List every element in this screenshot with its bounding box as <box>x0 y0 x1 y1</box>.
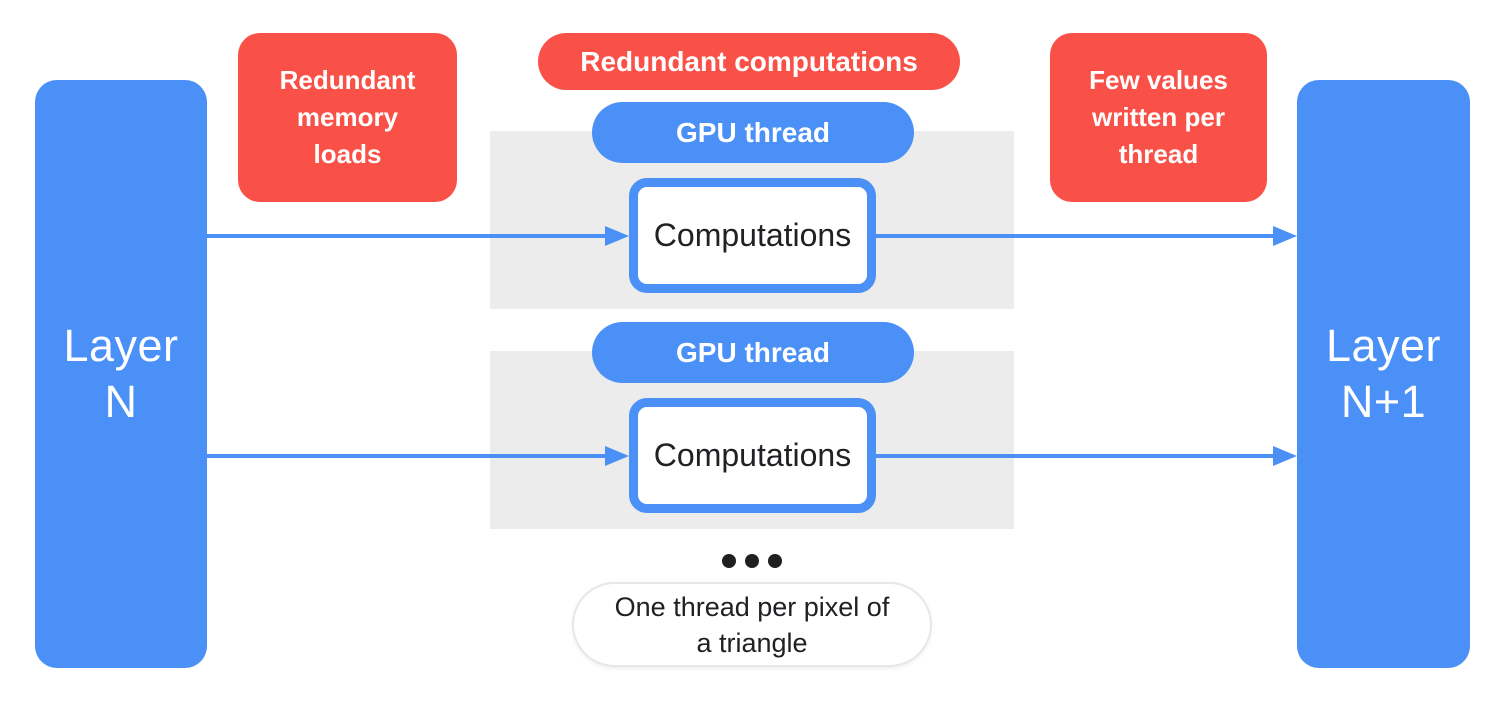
caption-one-thread-per-pixel: One thread per pixel of a triangle <box>572 582 932 667</box>
arrow-line-row2-left <box>205 454 609 458</box>
layer-n-plus-1-label: Layer N+1 <box>1325 320 1442 427</box>
layer-n-box: Layer N <box>35 80 207 668</box>
annotation-computations-label: Redundant computations <box>580 45 918 77</box>
arrowhead-icon <box>1273 446 1297 466</box>
arrowhead-icon <box>605 226 629 246</box>
arrow-line-row1-right <box>876 234 1275 238</box>
gpu-thread-label: GPU thread <box>675 116 831 148</box>
computations-box-1: Computations <box>629 178 876 293</box>
caption-label: One thread per pixel of a triangle <box>614 591 890 658</box>
arrowhead-icon <box>605 446 629 466</box>
annotation-redundant-memory-loads: Redundant memory loads <box>238 33 457 202</box>
layer-n-label: Layer N <box>63 320 179 427</box>
computations-label: Computations <box>653 437 852 473</box>
annotation-redundant-computations: Redundant computations <box>538 33 960 90</box>
annotation-writes-label: Few values written per thread <box>1089 65 1228 169</box>
arrowhead-icon <box>1273 226 1297 246</box>
ellipsis-dot <box>722 553 736 568</box>
computations-box-2: Computations <box>629 398 876 513</box>
gpu-thread-label: GPU thread <box>675 336 831 368</box>
ellipsis-dot <box>745 553 759 568</box>
annotation-memory-label: Redundant memory loads <box>279 65 416 169</box>
ellipsis-icon <box>602 553 902 568</box>
arrow-line-row2-right <box>876 454 1275 458</box>
ellipsis-dot <box>768 553 782 568</box>
gpu-thread-pill-1: GPU thread <box>592 102 914 163</box>
computations-label: Computations <box>653 217 852 253</box>
arrow-line-row1-left <box>205 234 609 238</box>
layer-n-plus-1-box: Layer N+1 <box>1297 80 1470 668</box>
gpu-thread-pill-2: GPU thread <box>592 322 914 383</box>
annotation-few-values-written: Few values written per thread <box>1050 33 1267 202</box>
